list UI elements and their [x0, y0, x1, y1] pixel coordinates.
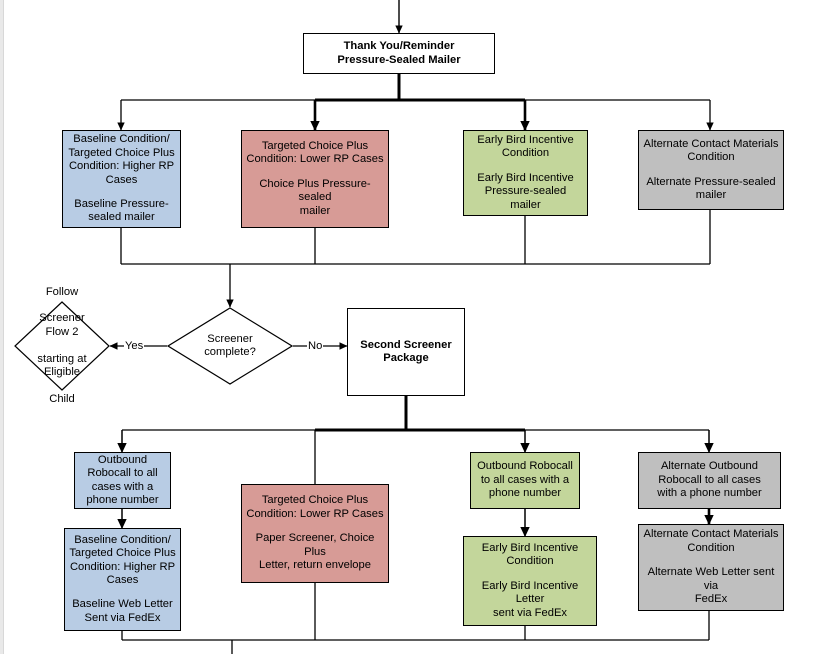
- text-line: Alternate Web Letter sent via: [647, 566, 775, 592]
- text-line: Condition: Higher RP: [69, 560, 176, 573]
- text-line: sealed mailer: [88, 211, 155, 224]
- text-line: Cases: [106, 574, 139, 586]
- text-line: to all cases with a: [480, 473, 570, 486]
- node-alternate-pressure-sealed-mailer[interactable]: Alternate Contact Materials Condition Al…: [638, 130, 784, 210]
- text-line: Condition: [501, 147, 550, 160]
- text-line: Second Screener: [360, 338, 452, 351]
- node-segment-condition: Targeted Choice Plus Condition: Lower RP…: [246, 494, 383, 521]
- text-line: Early Bird Incentive Letter: [481, 579, 579, 606]
- node-segment-material: Baseline Pressure- sealed mailer: [74, 198, 169, 225]
- node-baseline-web-letter[interactable]: Baseline Condition/ Targeted Choice Plus…: [64, 528, 181, 631]
- text-line: sent via FedEx: [493, 606, 567, 619]
- text-line: Pressure-sealed mailer: [484, 185, 567, 211]
- text-line: Pressure-Sealed Mailer: [337, 53, 461, 66]
- text-line: phone number: [86, 493, 159, 506]
- node-outbound-robocall-baseline[interactable]: Outbound Robocall to all cases with a ph…: [74, 452, 171, 509]
- text-line: cases with a: [91, 480, 154, 493]
- edge-label-no: No: [307, 340, 324, 352]
- node-segment-material: Alternate Pressure-sealed mailer: [646, 176, 775, 203]
- node-choice-plus-paper-screener[interactable]: Targeted Choice Plus Condition: Lower RP…: [241, 484, 389, 583]
- node-label: Thank You/Reminder Pressure-Sealed Maile…: [337, 40, 460, 67]
- text-line: Condition: [687, 151, 735, 164]
- node-label: Follow Screener Flow 2 starting at Eligi…: [14, 286, 110, 405]
- node-outbound-robocall-early-bird[interactable]: Outbound Robocall to all cases with a ph…: [470, 452, 580, 509]
- text-line: Condition: Higher RP: [68, 160, 175, 173]
- decision-label: Screener complete?: [167, 307, 293, 385]
- text-line: Early Bird Incentive: [481, 541, 579, 554]
- node-segment-condition: Baseline Condition/ Targeted Choice Plus…: [68, 133, 174, 187]
- text-line: Targeted Choice Plus: [261, 139, 369, 152]
- node-early-bird-letter[interactable]: Early Bird Incentive Condition Early Bir…: [463, 536, 597, 626]
- text-line: Early Bird Incentive: [477, 133, 574, 146]
- text-line: Condition: [687, 541, 735, 554]
- page-edge-strip: [0, 0, 4, 654]
- text-line: Alternate Pressure-sealed: [646, 175, 776, 188]
- text-line: Paper Screener, Choice Plus: [255, 532, 375, 558]
- node-early-bird-pressure-sealed-mailer[interactable]: Early Bird Incentive Condition Early Bir…: [463, 130, 588, 216]
- text-line: Baseline Web Letter: [72, 598, 173, 611]
- node-alternate-web-letter[interactable]: Alternate Contact Materials Condition Al…: [638, 524, 784, 611]
- text-line: Robocall to all cases: [658, 473, 761, 486]
- node-segment-material: Baseline Web Letter Sent via FedEx: [72, 598, 173, 625]
- text-line: Child: [49, 392, 75, 405]
- node-label: Outbound Robocall to all cases with a ph…: [86, 454, 158, 508]
- edge-label-yes: Yes: [124, 340, 145, 352]
- node-segment-condition: Alternate Contact Materials Condition: [644, 528, 779, 555]
- text-line: Targeted Choice Plus: [68, 146, 175, 159]
- node-segment-material: Choice Plus Pressure-sealed mailer: [246, 178, 384, 218]
- text-line: Letter, return envelope: [259, 559, 371, 572]
- text-line: mailer: [299, 204, 331, 217]
- node-thank-you-reminder[interactable]: Thank You/Reminder Pressure-Sealed Maile…: [303, 33, 495, 74]
- text-line: Alternate Contact Materials: [643, 528, 779, 541]
- node-segment-condition: Alternate Contact Materials Condition: [644, 138, 779, 165]
- node-choice-plus-pressure-sealed-mailer[interactable]: Targeted Choice Plus Condition: Lower RP…: [241, 130, 389, 228]
- text-line: with a phone number: [657, 487, 762, 500]
- text-line: Robocall to all: [87, 467, 158, 480]
- node-label: Second Screener Package: [360, 339, 451, 366]
- text-line: Baseline Condition/: [73, 133, 170, 146]
- node-baseline-pressure-sealed-mailer[interactable]: Baseline Condition/ Targeted Choice Plus…: [62, 130, 181, 228]
- text-line: phone number: [488, 487, 562, 500]
- text-line: Thank You/Reminder: [343, 40, 455, 53]
- node-segment-material: Early Bird Incentive Letter sent via Fed…: [468, 580, 592, 620]
- text-line: Package: [383, 352, 429, 364]
- text-line: Early Bird Incentive: [477, 171, 574, 184]
- node-segment-material: Early Bird Incentive Pressure-sealed mai…: [468, 172, 583, 212]
- node-second-screener-package[interactable]: Second Screener Package: [347, 308, 465, 396]
- node-label: Outbound Robocall to all cases with a ph…: [477, 460, 573, 500]
- text-line: Screener Flow 2: [39, 312, 85, 338]
- text-line: Alternate Contact Materials: [643, 137, 779, 150]
- text-line: Targeted Choice Plus: [261, 494, 369, 507]
- text-line: Targeted Choice Plus: [69, 547, 176, 560]
- node-label: Alternate Outbound Robocall to all cases…: [657, 460, 761, 500]
- node-segment-condition: Baseline Condition/ Targeted Choice Plus…: [69, 534, 175, 588]
- text-line: Sent via FedEx: [84, 611, 161, 624]
- text-line: Follow: [45, 285, 79, 298]
- text-line: Cases: [105, 173, 138, 186]
- text-line: Baseline Pressure-: [74, 197, 169, 210]
- node-segment-material: Paper Screener, Choice Plus Letter, retu…: [246, 532, 384, 572]
- node-segment-condition: Early Bird Incentive Condition: [477, 134, 573, 161]
- text-line: Condition: [506, 555, 554, 568]
- decision-screener-complete[interactable]: Screener complete?: [167, 307, 293, 385]
- node-segment-condition: Early Bird Incentive Condition: [482, 542, 578, 569]
- text-line: Condition: Lower RP Cases: [246, 507, 384, 520]
- node-alternate-outbound-robocall[interactable]: Alternate Outbound Robocall to all cases…: [638, 452, 781, 509]
- text-line: mailer: [695, 188, 727, 201]
- text-block: Follow Screener Flow 2 starting at Eligi…: [14, 286, 110, 407]
- text-line: Alternate Outbound: [660, 460, 758, 473]
- text-line: Screener complete?: [204, 332, 256, 358]
- text-line: starting at Eligible: [37, 352, 87, 379]
- text-line: Condition: Lower RP Cases: [246, 153, 384, 166]
- text-line: Choice Plus Pressure-sealed: [259, 177, 371, 204]
- text-line: FedEx: [694, 593, 728, 606]
- node-segment-condition: Targeted Choice Plus Condition: Lower RP…: [246, 140, 383, 167]
- node-follow-screener-flow-2[interactable]: Follow Screener Flow 2 starting at Eligi…: [14, 286, 110, 405]
- text-line: Outbound Robocall: [477, 460, 573, 473]
- node-segment-material: Alternate Web Letter sent via FedEx: [643, 566, 779, 606]
- text-line: Baseline Condition/: [74, 533, 171, 546]
- text-line: Outbound: [97, 453, 148, 466]
